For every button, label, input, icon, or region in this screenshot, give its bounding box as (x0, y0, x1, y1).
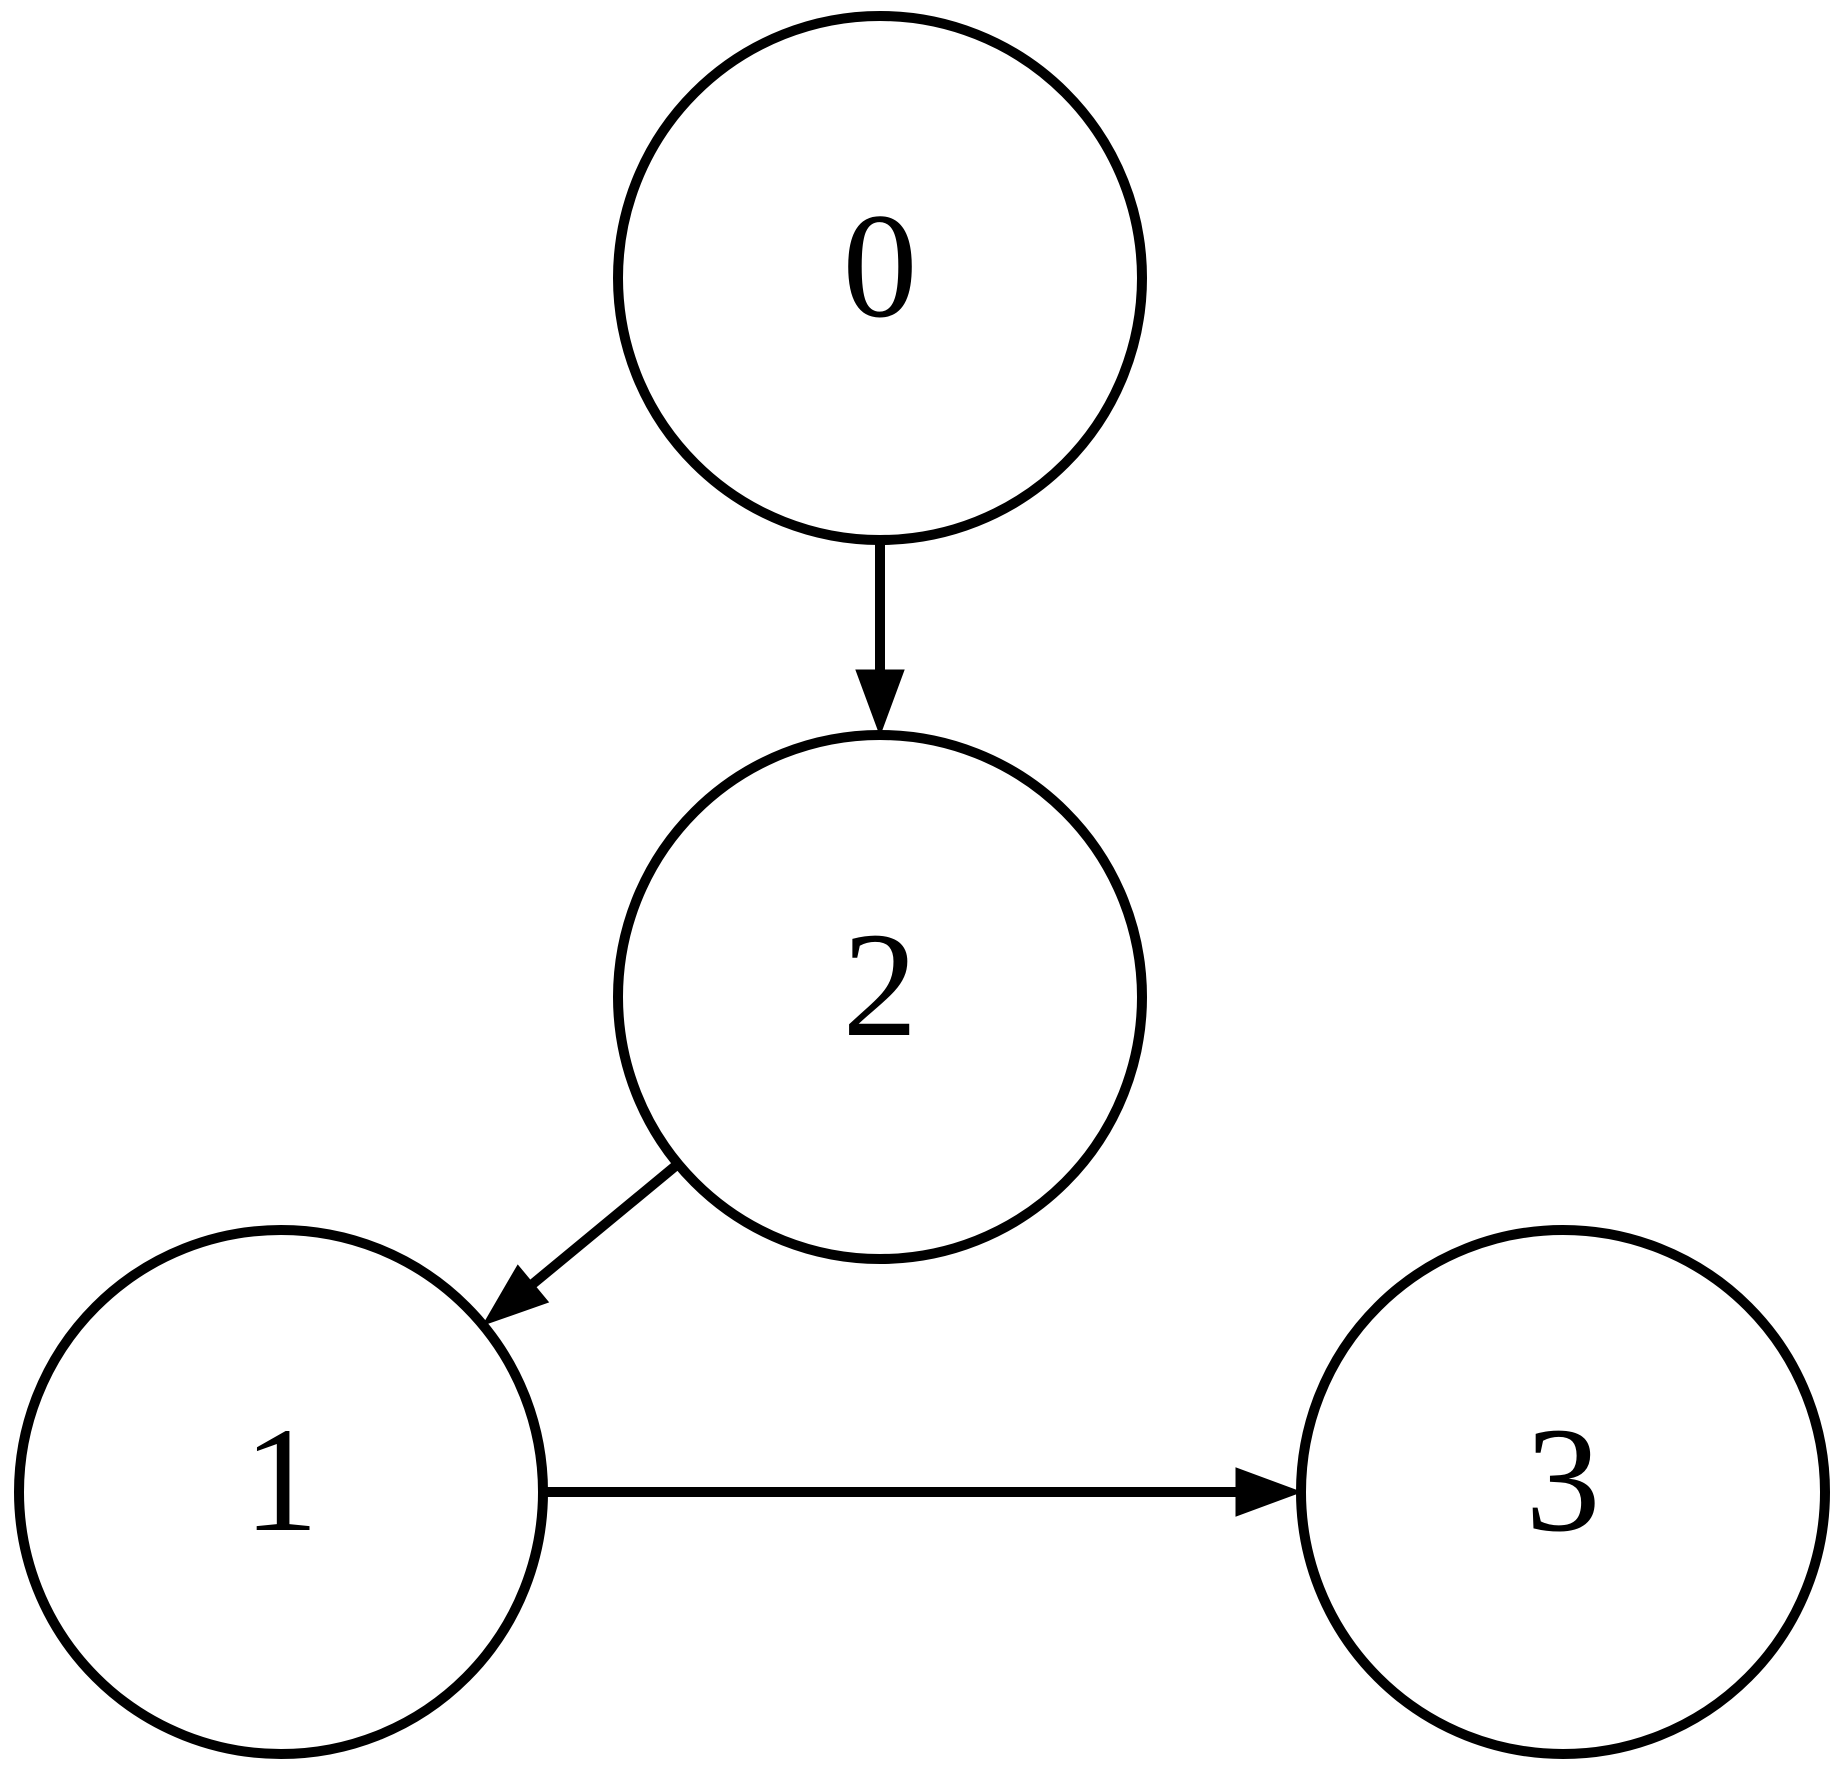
edge-2-to-1-arrowhead-icon (481, 1264, 550, 1327)
edge-2-to-1-shaft (529, 1160, 682, 1288)
edge-1-to-3-arrowhead-icon (1235, 1467, 1303, 1517)
node-2-label: 2 (843, 902, 918, 1068)
node-0-label: 0 (843, 183, 918, 349)
node-1-circle (14, 1225, 548, 1759)
edge-0-to-2-arrowhead-icon (855, 669, 905, 737)
node-0-circle (613, 11, 1147, 545)
node-1-label: 1 (244, 1397, 319, 1563)
node-3-circle (1296, 1225, 1830, 1759)
node-2-circle (613, 730, 1147, 1264)
node-3-label: 3 (1526, 1397, 1601, 1563)
